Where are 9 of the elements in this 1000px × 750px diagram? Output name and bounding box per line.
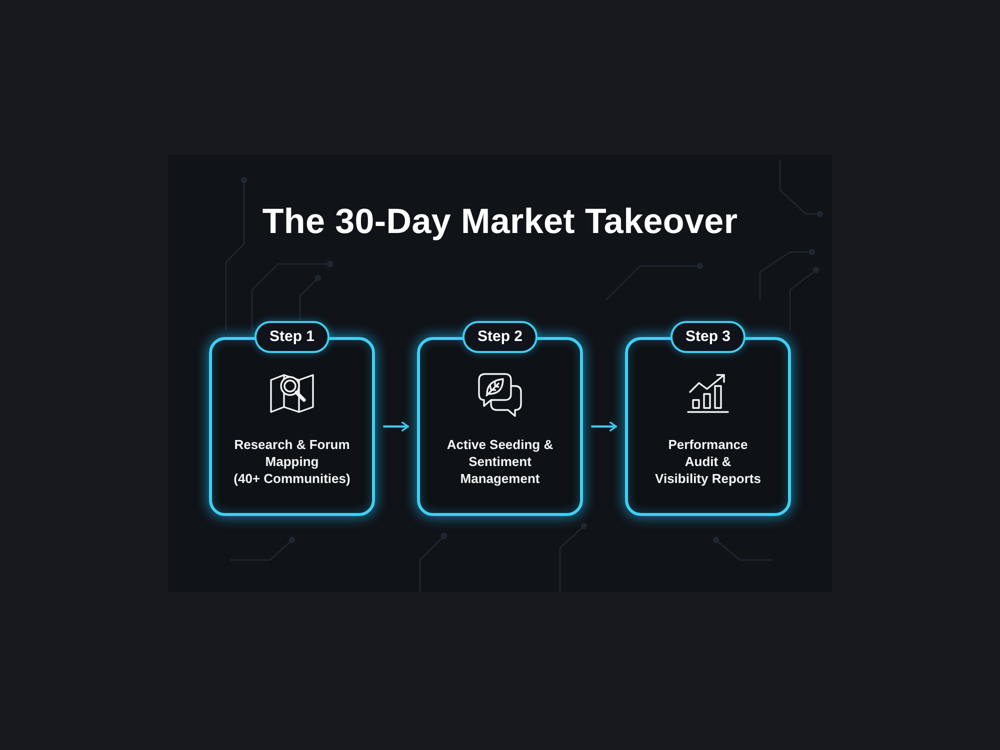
step-tag: Step 2 (462, 321, 538, 353)
step-description: Research & Forum Mapping (40+ Communities) (234, 436, 350, 487)
step-description: Active Seeding & Sentiment Management (446, 436, 554, 487)
step-tag: Step 1 (254, 321, 330, 353)
arrow (590, 422, 618, 432)
arrow (382, 422, 410, 432)
diagram-title: The 30-Day Market Takeover (262, 201, 738, 243)
step-description: Performance Audit & Visibility Reports (655, 436, 761, 487)
step-tag: Step 3 (670, 321, 746, 353)
